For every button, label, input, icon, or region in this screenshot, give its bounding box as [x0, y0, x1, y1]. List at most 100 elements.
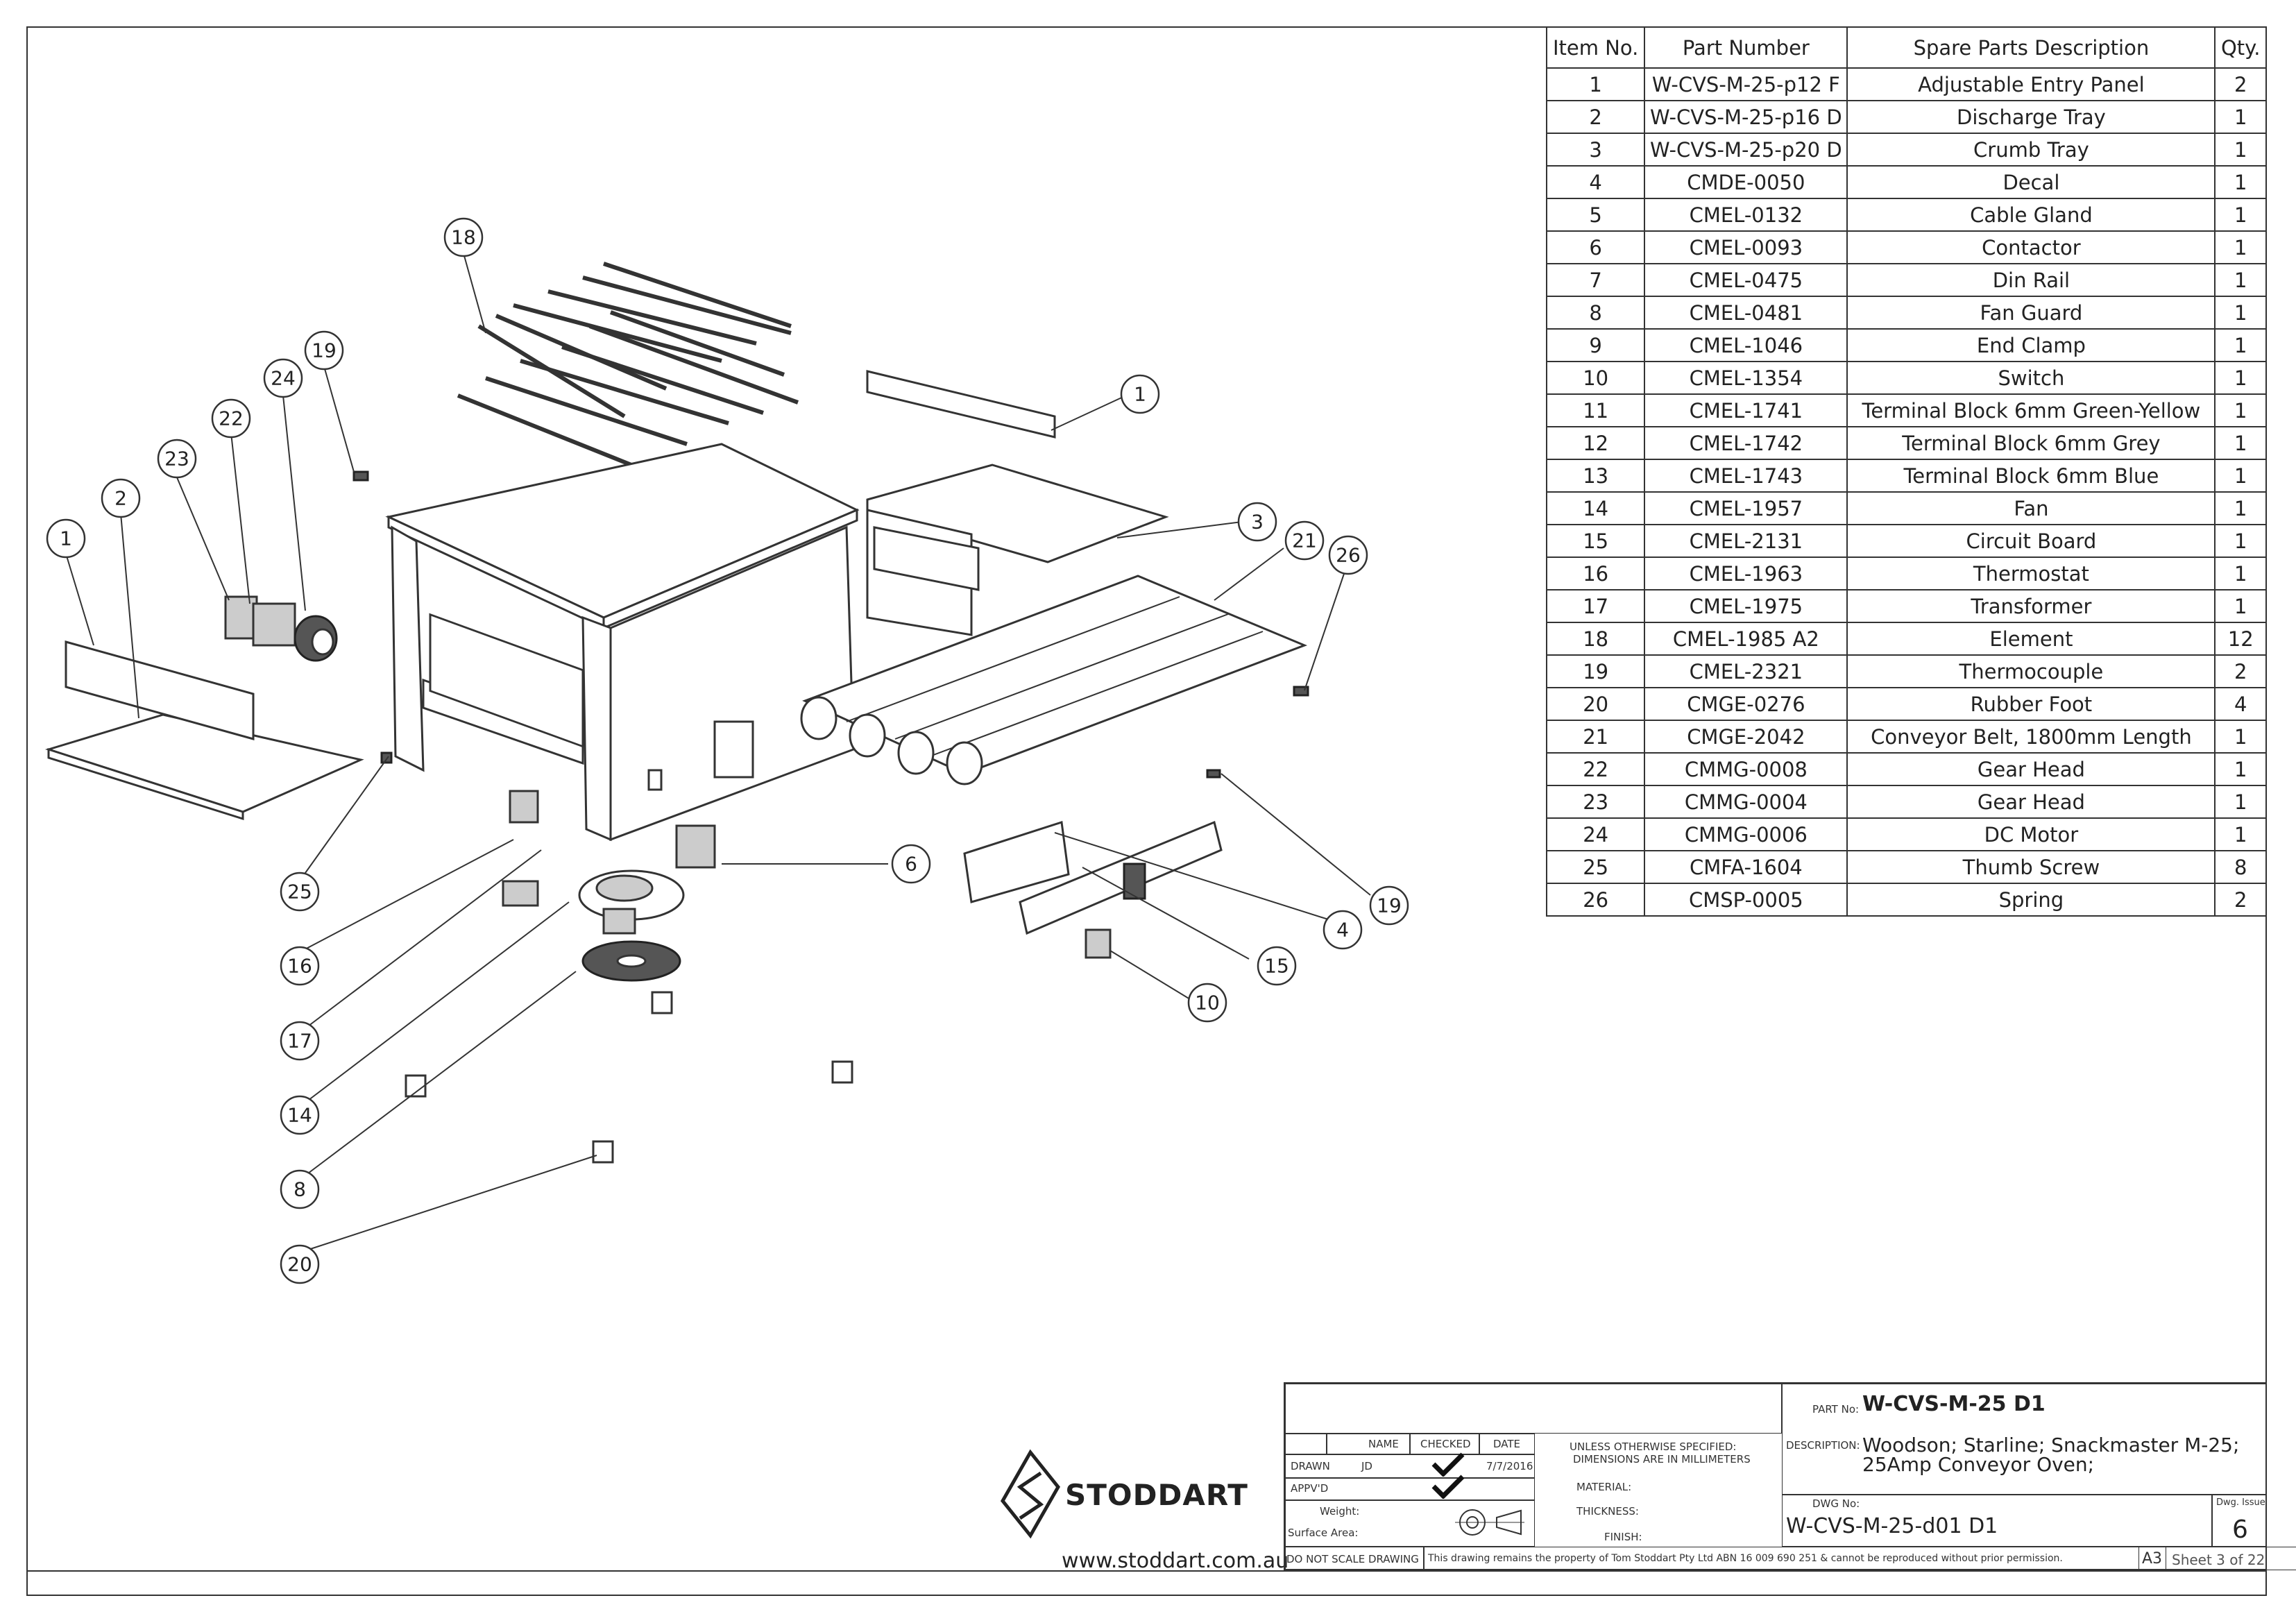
cell-part-number: CMMG-0008 [1644, 752, 1848, 786]
cell-description: Terminal Block 6mm Green-Yellow [1846, 393, 2216, 427]
cell-part-number: CMEL-2131 [1644, 524, 1848, 558]
tb-dwg-issue: 6 [2232, 1515, 2248, 1544]
cell-qty: 1 [2214, 100, 2267, 134]
cell-part-number: CMEL-1743 [1644, 459, 1848, 493]
balloon-8: 8 [280, 1169, 320, 1209]
title-block: NAME CHECKED DATE DRAWN JD 7/7/2016 APPV… [1284, 1382, 2296, 1570]
tb-finish-label: FINISH: [1604, 1531, 1642, 1543]
tb-size-cell [2138, 1547, 2166, 1570]
website-link[interactable]: www.stoddart.com.au [1062, 1549, 1289, 1573]
cell-part-number: CMSP-0005 [1644, 883, 1848, 917]
tb-checked-hdr: CHECKED [1420, 1438, 1471, 1450]
cell-description: End Clamp [1846, 328, 2216, 362]
cell-item-no: 20 [1545, 687, 1646, 721]
svg-text:4: 4 [1336, 919, 1349, 942]
tb-checked-hdr-cell [1410, 1434, 1479, 1454]
balloon-24: 24 [263, 358, 303, 398]
control-panel [963, 820, 1223, 959]
cell-item-no: 15 [1545, 524, 1646, 558]
cell-part-number: CMEL-0093 [1644, 230, 1848, 264]
cell-item-no: 17 [1545, 589, 1646, 623]
tb-description-cell [1782, 1384, 2267, 1495]
tb-sheet: Sheet 3 of 22 [2172, 1552, 2265, 1568]
cell-qty: 1 [2214, 785, 2267, 819]
tb-drawn-date: 7/7/2016 [1486, 1460, 1533, 1472]
cell-item-no: 12 [1545, 426, 1646, 460]
balloon-26: 26 [1328, 535, 1368, 575]
cell-item-no: 5 [1545, 198, 1646, 232]
balloon-18: 18 [443, 217, 484, 257]
cell-description: Gear Head [1846, 752, 2216, 786]
tb-weight-row [1285, 1500, 1535, 1547]
svg-text:10: 10 [1195, 992, 1220, 1014]
crumb-tray [866, 370, 1169, 636]
cell-part-number: CMEL-0132 [1644, 198, 1848, 232]
cell-item-no: 21 [1545, 720, 1646, 754]
leader-lines [65, 253, 1371, 1253]
cell-qty: 4 [2214, 687, 2267, 721]
svg-text:17: 17 [287, 1030, 312, 1053]
tb-date-hdr: DATE [1493, 1438, 1521, 1450]
cell-qty: 2 [2214, 883, 2267, 917]
projection-symbol-icon [1455, 1509, 1524, 1536]
cell-item-no: 13 [1545, 459, 1646, 493]
tb-property-note: This drawing remains the property of Tom… [1428, 1553, 2063, 1564]
cell-item-no: 1 [1545, 67, 1646, 101]
balloon-25: 25 [280, 872, 320, 912]
balloon-19: 19 [304, 330, 344, 371]
balloon-20: 20 [280, 1244, 320, 1284]
cell-description: Adjustable Entry Panel [1846, 67, 2216, 101]
svg-text:2: 2 [114, 487, 127, 510]
tb-name-hdr: NAME [1368, 1438, 1399, 1450]
cell-item-no: 25 [1545, 850, 1646, 884]
svg-text:8: 8 [294, 1178, 306, 1201]
cell-part-number: CMMG-0006 [1644, 817, 1848, 851]
cell-description: Cable Gland [1846, 198, 2216, 232]
cell-qty: 1 [2214, 491, 2267, 525]
tb-left-top [1285, 1384, 1782, 1434]
cell-qty: 1 [2214, 165, 2267, 199]
balloon-17: 17 [280, 1021, 320, 1061]
conveyor-belt [800, 575, 1308, 785]
svg-text:22: 22 [219, 407, 244, 430]
spare-parts-table: Item No. Part Number Spare Parts Descrip… [1545, 26, 2267, 917]
balloon-4: 4 [1323, 910, 1363, 950]
motor-assembly [224, 595, 338, 662]
tb-name-hdr-cell [1327, 1434, 1410, 1454]
cell-qty: 1 [2214, 393, 2267, 427]
cell-description: Thermocouple [1846, 654, 2216, 688]
svg-text:3: 3 [1251, 511, 1264, 534]
cell-description: Decal [1846, 165, 2216, 199]
cell-part-number: CMEL-1957 [1644, 491, 1848, 525]
cell-qty: 1 [2214, 230, 2267, 264]
brand-name: STODDART [1065, 1478, 1248, 1512]
svg-text:6: 6 [905, 853, 917, 876]
cell-qty: 1 [2214, 426, 2267, 460]
cell-item-no: 6 [1545, 230, 1646, 264]
svg-text:25: 25 [287, 881, 312, 903]
cell-description: Element [1846, 622, 2216, 656]
balloon-15: 15 [1257, 946, 1297, 986]
cell-item-no: 26 [1545, 883, 1646, 917]
oven-body [385, 443, 860, 842]
tb-part-no-label: PART No: [1812, 1403, 1860, 1416]
cell-item-no: 22 [1545, 752, 1646, 786]
tb-do-not-scale: DO NOT SCALE DRAWING [1286, 1553, 1419, 1565]
cell-description: Thermostat [1846, 556, 2216, 590]
tb-dwg-no-label: DWG No: [1812, 1497, 1860, 1510]
cell-description: Spring [1846, 883, 2216, 917]
cell-part-number: CMEL-0481 [1644, 296, 1848, 330]
